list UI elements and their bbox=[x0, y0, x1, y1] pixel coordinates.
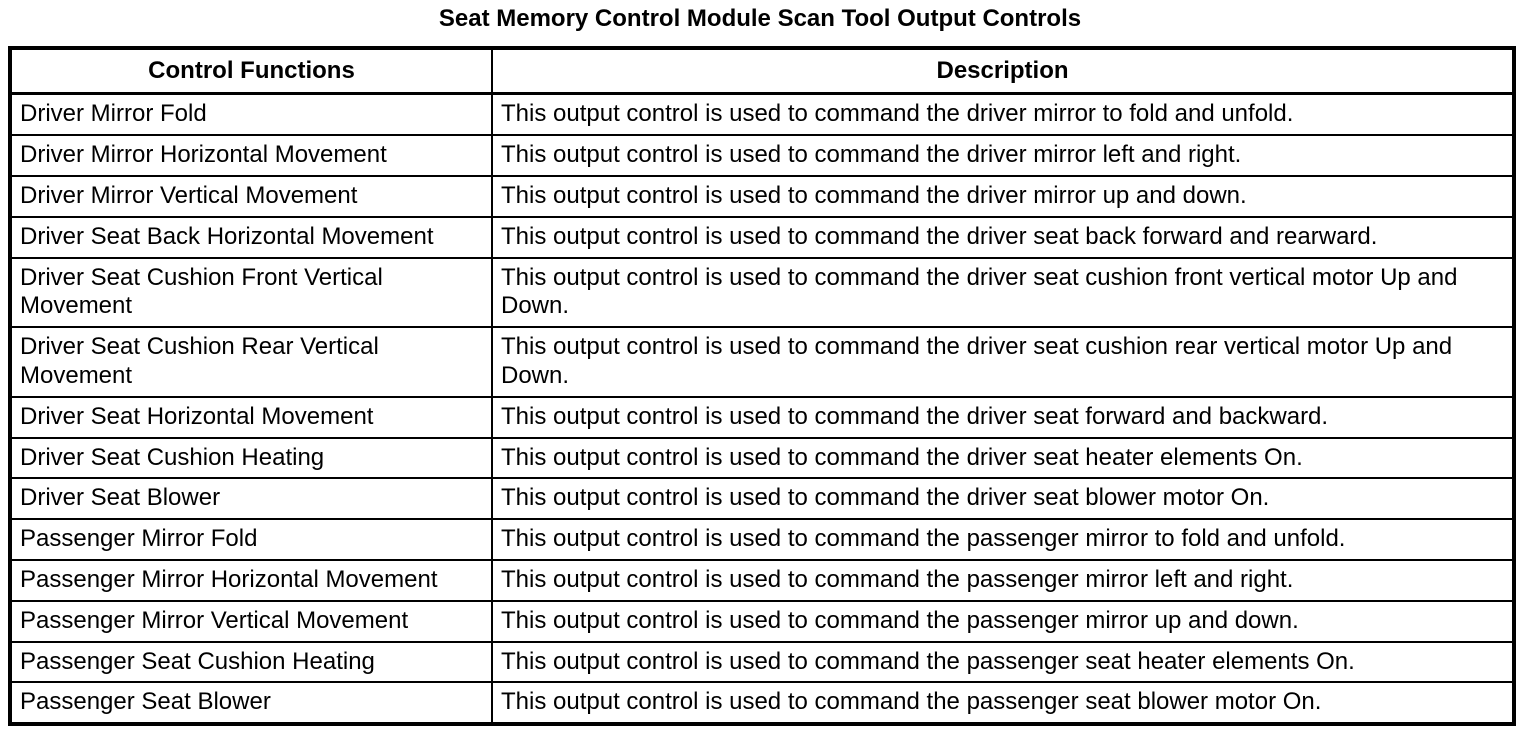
table-row: Driver Seat Cushion Heating This output … bbox=[9, 436, 1515, 480]
description-cell: This output control is used to command t… bbox=[491, 215, 1515, 259]
control-function-cell: Driver Seat Horizontal Movement bbox=[9, 395, 493, 439]
output-controls-table: Control Functions Description Driver Mir… bbox=[8, 45, 1516, 727]
control-function-cell: Passenger Seat Cushion Heating bbox=[9, 640, 493, 684]
description-cell: This output control is used to command t… bbox=[491, 436, 1515, 480]
page-title: Seat Memory Control Module Scan Tool Out… bbox=[438, 5, 1082, 32]
control-function-cell: Passenger Mirror Horizontal Movement bbox=[9, 558, 493, 602]
table-row: Passenger Mirror Fold This output contro… bbox=[9, 518, 1515, 561]
description-cell: This output control is used to command t… bbox=[491, 395, 1515, 439]
description-cell: This output control is used to command t… bbox=[491, 256, 1515, 329]
table-row: Driver Seat Horizontal Movement This out… bbox=[9, 395, 1515, 439]
table-header-row: Control Functions Description bbox=[9, 46, 1515, 96]
description-cell: This output control is used to command t… bbox=[491, 134, 1515, 177]
control-function-cell: Passenger Seat Blower bbox=[9, 681, 493, 726]
table-row: Driver Seat Cushion Rear Vertical Moveme… bbox=[9, 326, 1515, 398]
control-function-cell: Driver Seat Blower bbox=[9, 477, 493, 521]
column-header-control-functions: Control Functions bbox=[9, 46, 493, 96]
table-row: Passenger Mirror Vertical Movement This … bbox=[9, 599, 1515, 643]
control-function-cell: Driver Seat Cushion Front Vertical Movem… bbox=[9, 256, 493, 329]
description-cell: This output control is used to command t… bbox=[491, 92, 1515, 137]
description-cell: This output control is used to command t… bbox=[491, 174, 1515, 218]
description-cell: This output control is used to command t… bbox=[491, 681, 1515, 726]
description-cell: This output control is used to command t… bbox=[491, 599, 1515, 643]
control-function-cell: Driver Mirror Horizontal Movement bbox=[9, 134, 493, 177]
control-function-cell: Driver Seat Cushion Rear Vertical Moveme… bbox=[9, 326, 493, 398]
table-row: Driver Seat Cushion Front Vertical Movem… bbox=[9, 256, 1515, 329]
table-row: Driver Mirror Vertical Movement This out… bbox=[9, 174, 1515, 218]
description-cell: This output control is used to command t… bbox=[491, 640, 1515, 684]
control-function-cell: Passenger Mirror Fold bbox=[9, 518, 493, 561]
control-function-cell: Passenger Mirror Vertical Movement bbox=[9, 599, 493, 643]
table-row: Passenger Seat Blower This output contro… bbox=[9, 681, 1515, 726]
control-function-cell: Driver Mirror Vertical Movement bbox=[9, 174, 493, 218]
table-row: Driver Mirror Horizontal Movement This o… bbox=[9, 134, 1515, 177]
control-function-cell: Driver Seat Back Horizontal Movement bbox=[9, 215, 493, 259]
description-cell: This output control is used to command t… bbox=[491, 326, 1515, 398]
control-function-cell: Driver Mirror Fold bbox=[9, 92, 493, 137]
table-row: Driver Mirror Fold This output control i… bbox=[9, 92, 1515, 137]
table-row: Driver Seat Back Horizontal Movement Thi… bbox=[9, 215, 1515, 259]
description-cell: This output control is used to command t… bbox=[491, 518, 1515, 561]
control-function-cell: Driver Seat Cushion Heating bbox=[9, 436, 493, 480]
table-row: Passenger Seat Cushion Heating This outp… bbox=[9, 640, 1515, 684]
table-row: Passenger Mirror Horizontal Movement Thi… bbox=[9, 558, 1515, 602]
column-header-description: Description bbox=[491, 46, 1515, 96]
table-row: Driver Seat Blower This output control i… bbox=[9, 477, 1515, 521]
description-cell: This output control is used to command t… bbox=[491, 477, 1515, 521]
description-cell: This output control is used to command t… bbox=[491, 558, 1515, 602]
